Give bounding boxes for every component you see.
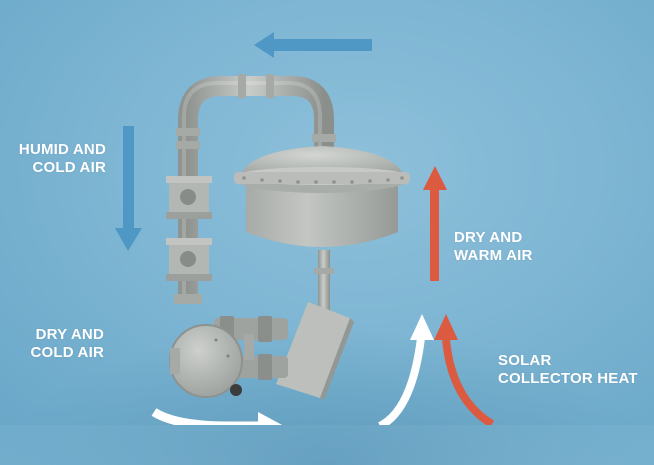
- dry-warm-air-label: DRY AND WARM AIR: [454, 229, 533, 264]
- humid-cold-air-label: HUMID AND COLD AIR: [18, 141, 106, 176]
- dry-cold-air-label: DRY AND COLD AIR: [30, 326, 104, 361]
- cold-air-flow-arrow: [151, 408, 283, 425]
- diagram-scene: [115, 32, 495, 425]
- top-airflow-arrow: [254, 32, 372, 58]
- air-into-collector-arrow: [378, 314, 434, 425]
- humid-air-down-arrow: [115, 126, 142, 251]
- warm-air-up-arrow: [423, 166, 447, 281]
- dehumidifier-machine: [166, 74, 410, 400]
- solar-collector-heat-label: SOLAR COLLECTOR HEAT: [498, 352, 638, 387]
- solar-heat-arrow: [434, 314, 495, 425]
